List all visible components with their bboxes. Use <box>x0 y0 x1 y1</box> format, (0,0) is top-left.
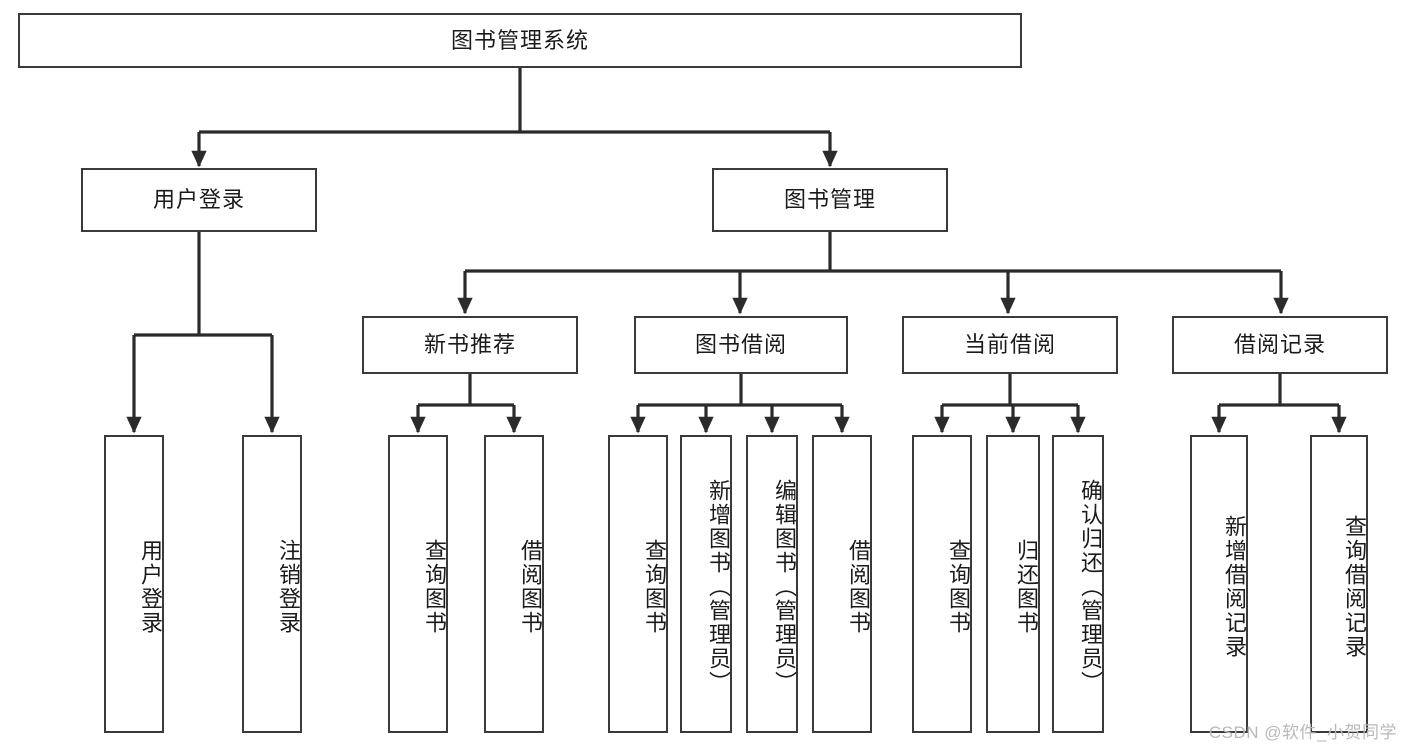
leaf-add-borrow-record[interactable]: 新增借阅记录 <box>1190 435 1248 733</box>
leaf-confirm-return-admin[interactable]: 确认归还（管理员） <box>1052 435 1104 733</box>
leaf-query-book-borrow[interactable]: 查询图书 <box>608 435 668 733</box>
node-root-system[interactable]: 图书管理系统 <box>18 13 1022 68</box>
leaf-borrow-book-borrow[interactable]: 借阅图书 <box>812 435 872 733</box>
leaf-return-book[interactable]: 归还图书 <box>986 435 1040 733</box>
node-book-management[interactable]: 图书管理 <box>712 168 948 232</box>
node-user-login[interactable]: 用户登录 <box>81 168 317 232</box>
node-book-borrow[interactable]: 图书借阅 <box>634 316 848 374</box>
leaf-query-book-newbook[interactable]: 查询图书 <box>388 435 448 733</box>
leaf-add-book-admin[interactable]: 新增图书（管理员） <box>680 435 732 733</box>
leaf-query-borrow-record[interactable]: 查询借阅记录 <box>1310 435 1368 733</box>
leaf-edit-book-admin[interactable]: 编辑图书（管理员） <box>746 435 798 733</box>
node-current-borrow[interactable]: 当前借阅 <box>902 316 1118 374</box>
csdn-watermark: CSDN @软件_小贺同学 <box>1208 723 1397 742</box>
leaf-logout[interactable]: 注销登录 <box>242 435 302 733</box>
leaf-borrow-book-newbook[interactable]: 借阅图书 <box>484 435 544 733</box>
leaf-query-book-current[interactable]: 查询图书 <box>912 435 972 733</box>
leaf-user-login[interactable]: 用户登录 <box>104 435 164 733</box>
node-borrow-record[interactable]: 借阅记录 <box>1172 316 1388 374</box>
node-new-book-recommend[interactable]: 新书推荐 <box>362 316 578 374</box>
